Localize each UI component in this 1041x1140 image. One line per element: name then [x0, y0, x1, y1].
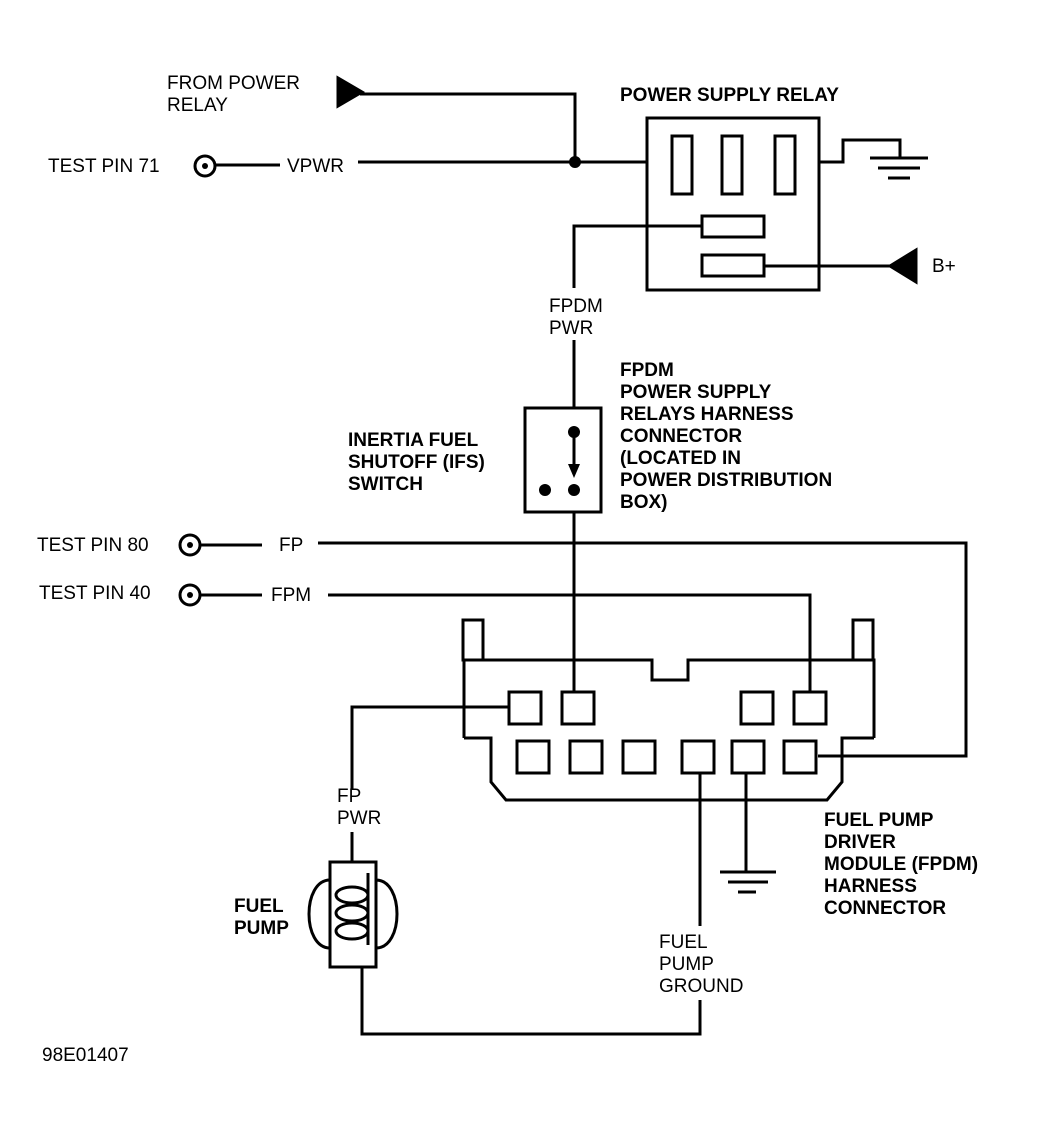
relay-contact-icon: [773, 134, 797, 196]
switch-contact-icon: [568, 484, 580, 496]
vpwr-label: VPWR: [287, 156, 344, 177]
test-pin-40-label: TEST PIN 40: [39, 583, 151, 604]
from-power-relay-label: FROM POWER RELAY: [167, 73, 300, 116]
fp-pwr-label: FP PWR: [337, 786, 382, 829]
ifs-switch-label: INERTIA FUEL SHUTOFF (IFS) SWITCH: [348, 430, 485, 495]
ground-symbol-icon: [720, 870, 776, 894]
pump-coil-icon: [334, 873, 370, 945]
fp-wire: [178, 533, 968, 758]
relay-contact-icon: [720, 134, 744, 196]
fuel-pump-ground-wire: [360, 773, 702, 1036]
relay-ground-wire: [819, 138, 928, 180]
ifs-switch: [523, 406, 603, 514]
relay-contact-icon: [670, 134, 694, 196]
junction-dot: [569, 156, 581, 168]
fuel-pump: [307, 860, 399, 969]
ground-symbol-icon: [870, 156, 928, 180]
test-point-icon: [193, 154, 217, 178]
b-plus-label: B+: [932, 256, 956, 277]
test-pin-71-label: TEST PIN 71: [48, 156, 160, 177]
fpdm-relays-connector-label: FPDM POWER SUPPLY RELAYS HARNESS CONNECT…: [620, 360, 833, 513]
fpdm-harness-connector: [461, 618, 876, 802]
arrow-terminal-icon: [887, 247, 918, 285]
test-pin-80-label: TEST PIN 80: [37, 535, 149, 556]
switch-contact-icon: [539, 484, 551, 496]
fp-label: FP: [279, 535, 304, 556]
figure-id: 98E01407: [42, 1045, 129, 1066]
fpm-wire: [178, 583, 812, 695]
fpm-label: FPM: [271, 585, 312, 606]
fpdm-pwr-label: FPDM PWR: [549, 296, 603, 339]
arrow-terminal-icon: [336, 75, 365, 109]
fuel-pump-ground-label: FUEL PUMP GROUND: [659, 932, 744, 997]
from-power-relay-wire: [336, 75, 577, 162]
power-supply-relay-label: POWER SUPPLY RELAY: [620, 85, 839, 106]
power-supply-relay: [645, 116, 821, 292]
fpdm-harness-connector-label: FUEL PUMP DRIVER MODULE (FPDM) HARNESS C…: [824, 810, 979, 919]
fp-pwr-wire: [350, 705, 509, 862]
fuel-pump-label: FUEL PUMP: [234, 896, 289, 939]
b-plus-wire: [764, 247, 918, 285]
vpwr-wire: [214, 156, 670, 168]
fpdm-ground-wire: [720, 773, 776, 894]
